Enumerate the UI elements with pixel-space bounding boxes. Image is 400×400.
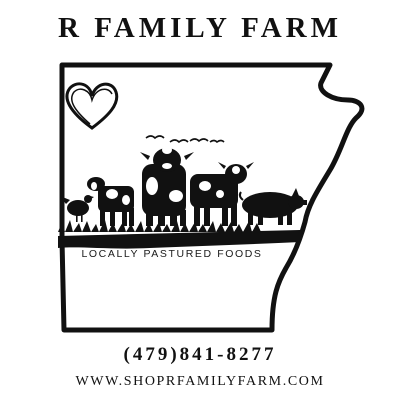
cow-icon: [87, 177, 134, 226]
farm-title: R FAMILY FARM: [58, 12, 342, 44]
pig-icon: [238, 188, 307, 225]
heart-icon: [65, 82, 119, 130]
website-link[interactable]: WWW.SHOPRFAMILYFARM.COM: [75, 374, 325, 389]
cow-icon: [190, 162, 254, 226]
grass-icon: [58, 220, 300, 249]
tagline: LOCALLY PASTURED FOODS: [81, 248, 263, 260]
cow-icon: [140, 146, 194, 226]
chicken-icon: [60, 195, 94, 222]
phone-number[interactable]: (479)841-8277: [123, 344, 277, 365]
arkansas-outline-icon: [59, 62, 365, 333]
birds-icon: [145, 135, 225, 144]
